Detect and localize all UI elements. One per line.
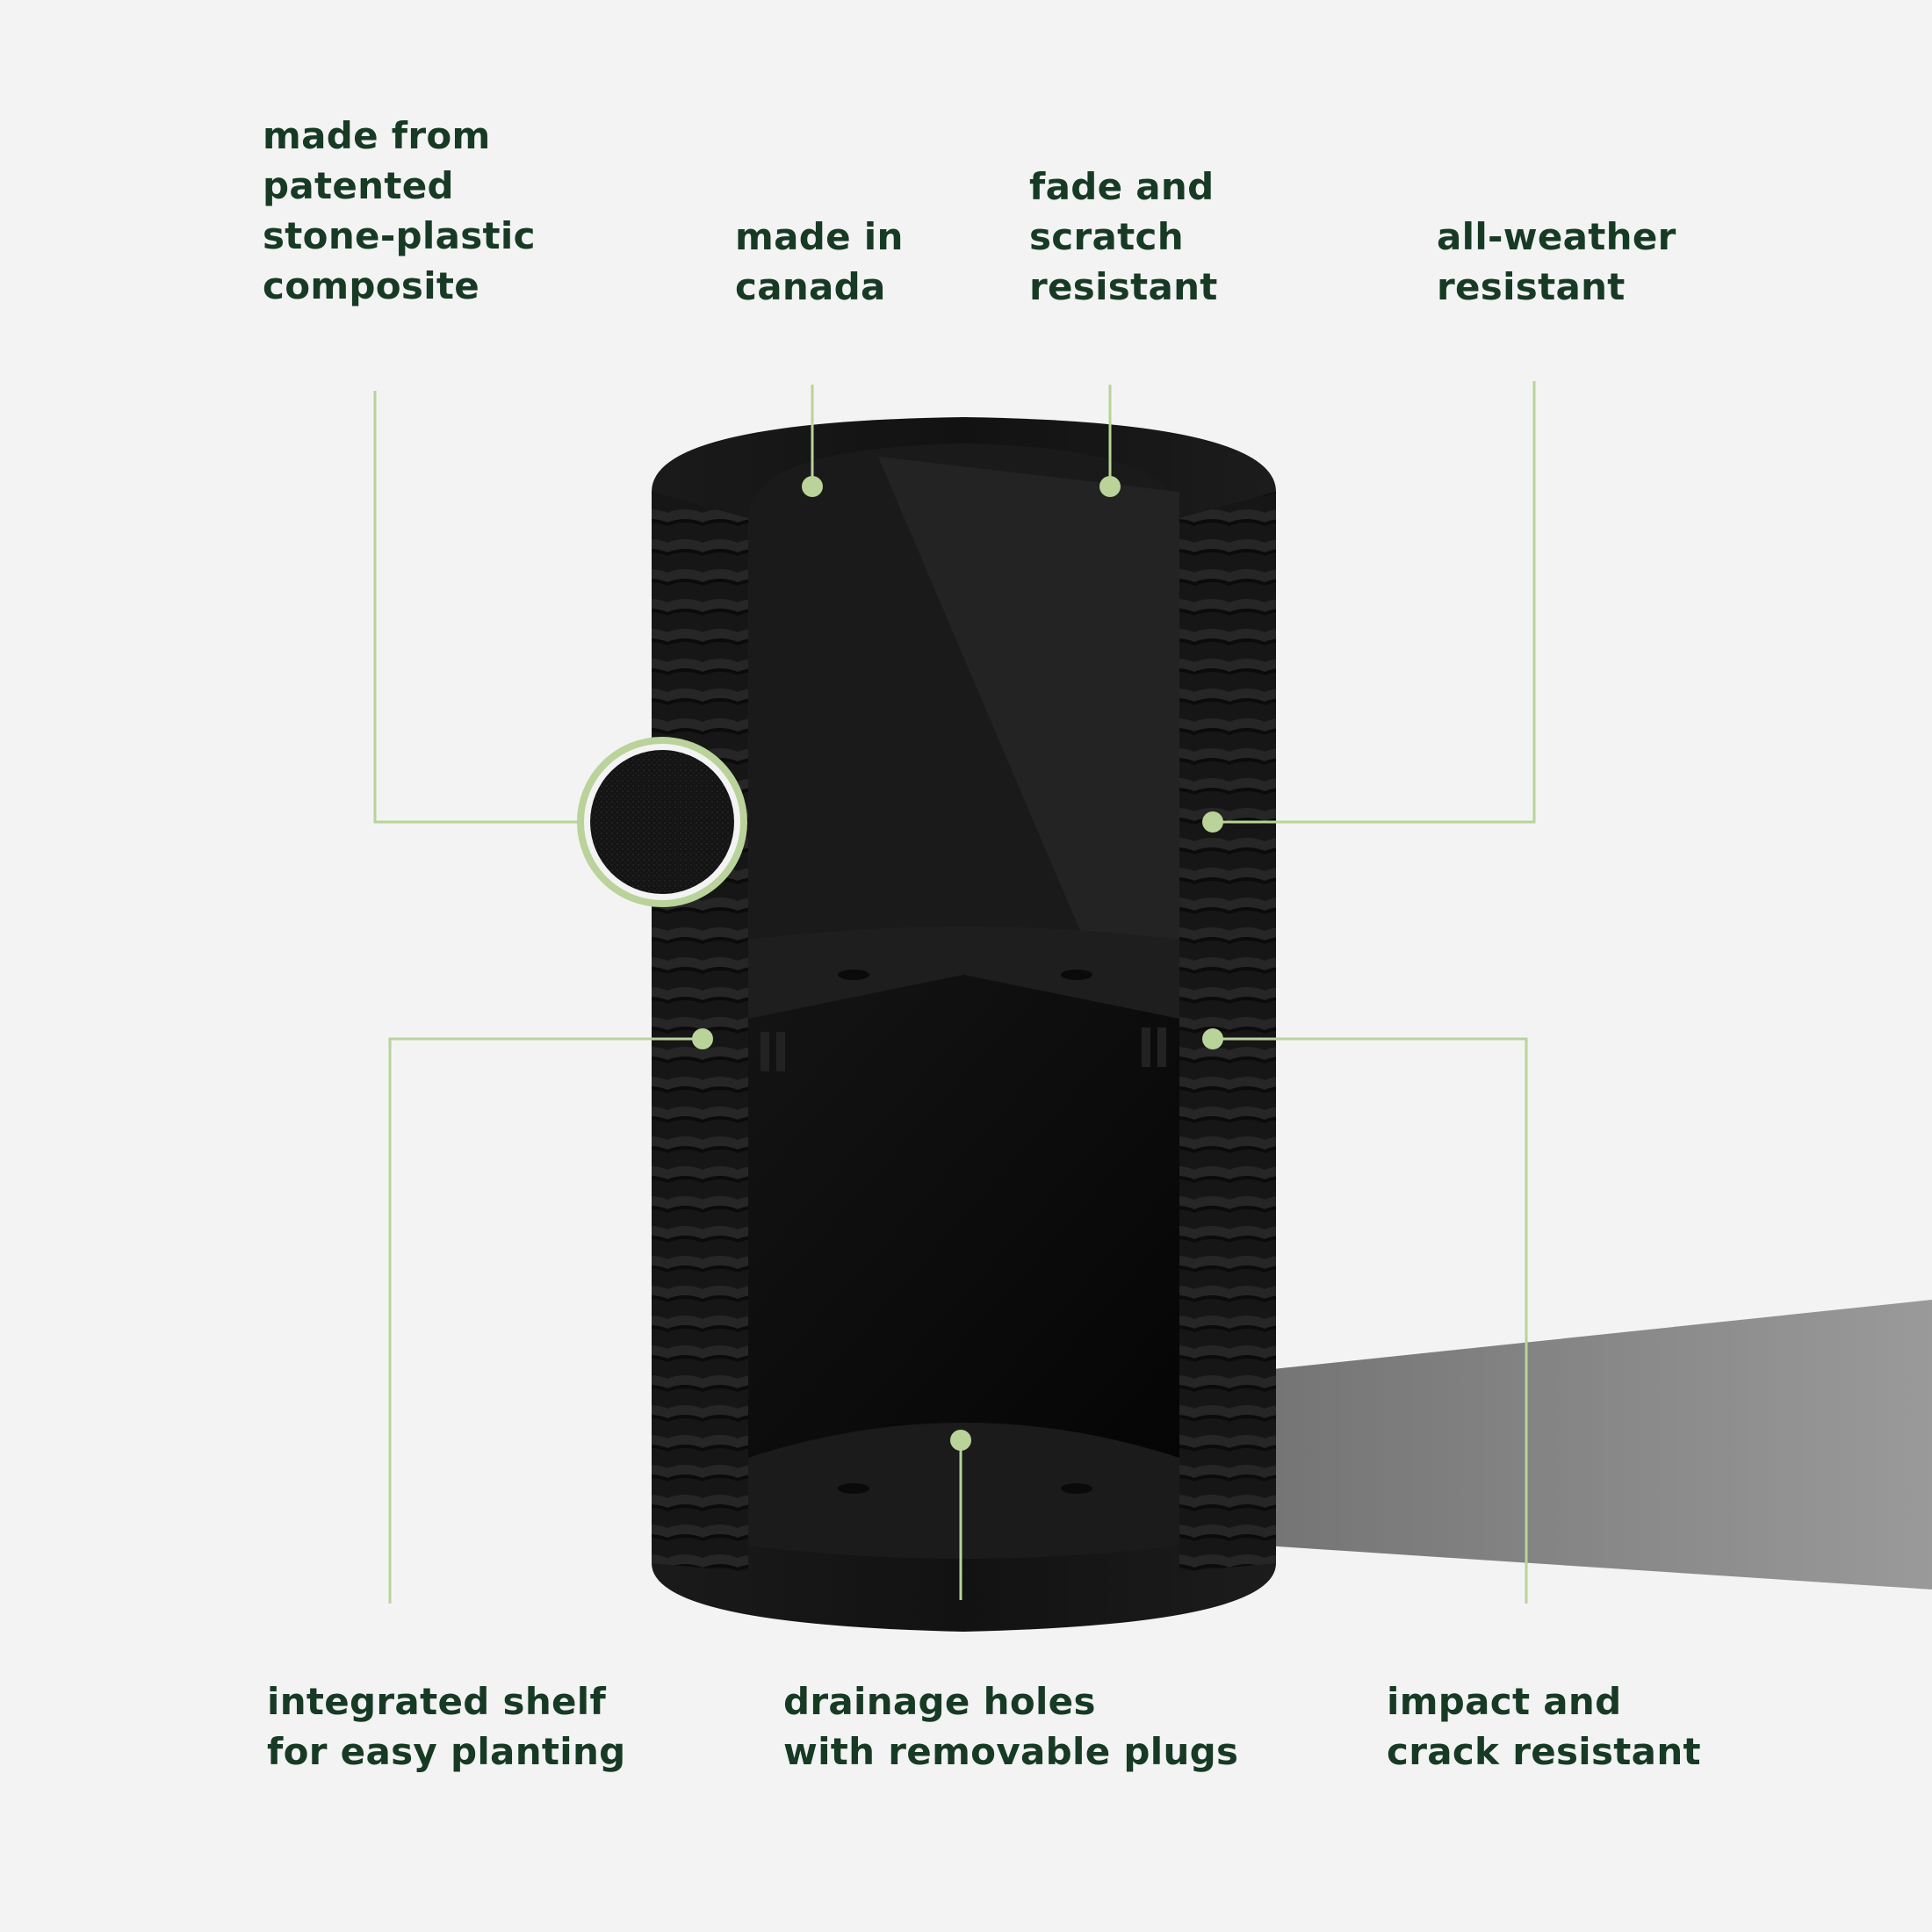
feature-label-impact: impact and crack resistant [1387,1680,1701,1773]
material-swatch-magnifier [577,737,747,907]
base-floor [748,1423,1179,1559]
feature-label-fade: fade and scratch resistant [1029,165,1218,308]
interior-lower [748,975,1179,1458]
feature-label-origin: made in canada [735,215,904,308]
feature-label-drainage: drainage holes with removable plugs [783,1680,1239,1773]
feature-label-material: made from patented stone-plastic composi… [263,114,536,307]
feature-label-shelf: integrated shelf for easy planting [267,1680,626,1773]
cast-shadow [1265,1300,1932,1590]
feature-label-weather: all-weather resistant [1437,215,1676,308]
interior-light-wedge [878,457,1179,940]
leader-lines [373,381,1536,1604]
right-ribbed-wall [1179,492,1276,1572]
integrated-shelf [748,926,1179,1019]
leader-dots [692,476,1223,1451]
